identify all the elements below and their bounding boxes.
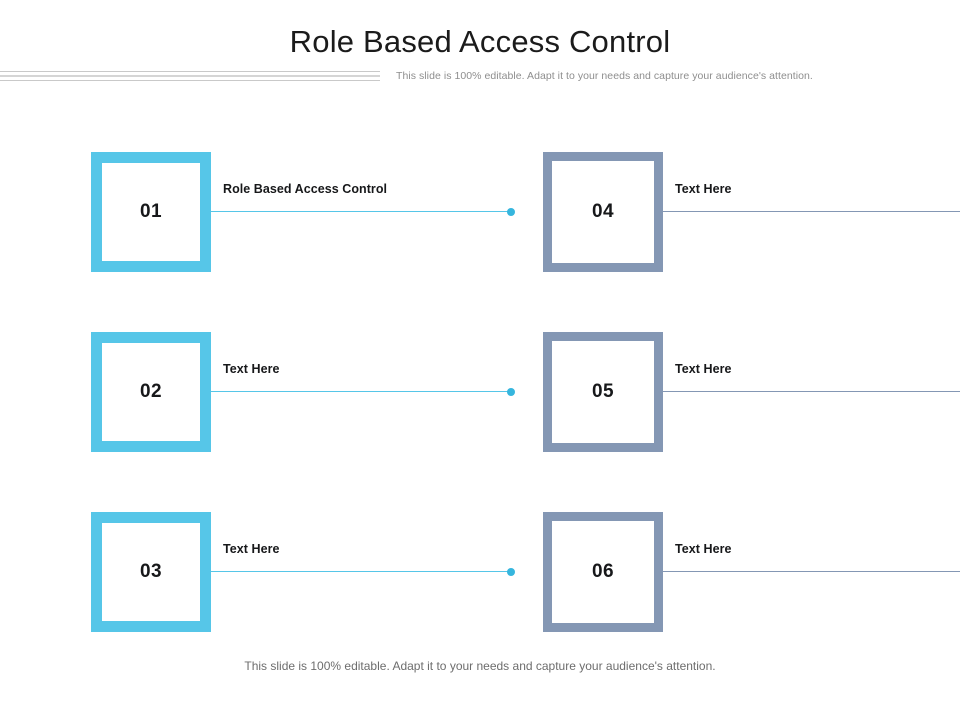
connector-line-05: [663, 391, 960, 392]
number-label-04: 04: [592, 201, 614, 222]
footer-note: This slide is 100% editable. Adapt it to…: [244, 659, 716, 673]
header-rule-line-1: [0, 71, 380, 72]
number-box-06[interactable]: [543, 512, 663, 632]
connector-line-02: [211, 387, 515, 396]
number-box-05[interactable]: [543, 332, 663, 452]
number-label-03: 03: [140, 561, 162, 582]
connector-line-01: [211, 207, 515, 216]
item-text-label-01: Role Based Access Control: [223, 182, 388, 196]
header-rule-lines: [0, 71, 380, 85]
connector-line-03: [211, 567, 515, 576]
header-subtitle: This slide is 100% editable. Adapt it to…: [396, 70, 813, 82]
connector-endpoint-dot-01: [507, 207, 515, 216]
connector-endpoint-dot-03: [507, 567, 515, 576]
number-box-04[interactable]: [543, 152, 663, 272]
connector-endpoint-dot-02: [507, 387, 515, 396]
connector-line-04: [663, 211, 960, 212]
header-rule-line-3: [0, 80, 380, 81]
item-text-label-05: Text Here: [675, 362, 732, 376]
page-title: Role Based Access Control: [289, 24, 671, 59]
connector-line-06: [663, 571, 960, 572]
number-label-06: 06: [592, 561, 614, 582]
item-text-label-03: Text Here: [223, 542, 280, 556]
number-box-02[interactable]: [91, 332, 211, 452]
item-text-label-04: Text Here: [675, 182, 732, 196]
number-label-01: 01: [140, 201, 162, 222]
number-label-05: 05: [592, 381, 614, 402]
item-text-label-02: Text Here: [223, 362, 280, 376]
header-rule-line-2: [0, 75, 380, 77]
number-label-02: 02: [140, 381, 162, 402]
number-box-03[interactable]: [91, 512, 211, 632]
item-text-label-06: Text Here: [675, 542, 732, 556]
number-box-01[interactable]: [91, 152, 211, 272]
